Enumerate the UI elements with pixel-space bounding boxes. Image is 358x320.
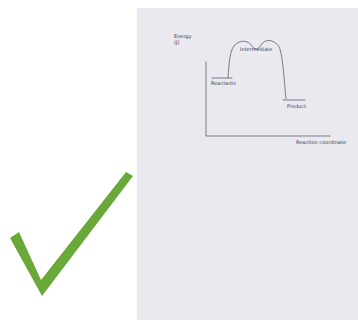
product-level (283, 100, 305, 101)
axis-label: Reaction coordinate (296, 139, 346, 145)
energy-curve (228, 41, 286, 100)
axis-label: Energy (J) (174, 33, 194, 45)
check-mark (10, 172, 133, 296)
axis-label: Product (287, 103, 311, 109)
reactant-level (212, 78, 232, 79)
axes (206, 62, 330, 136)
paper-sheet (137, 8, 358, 320)
axis-label: Intermediate (240, 46, 270, 52)
axis-label: Reactants (211, 80, 239, 86)
